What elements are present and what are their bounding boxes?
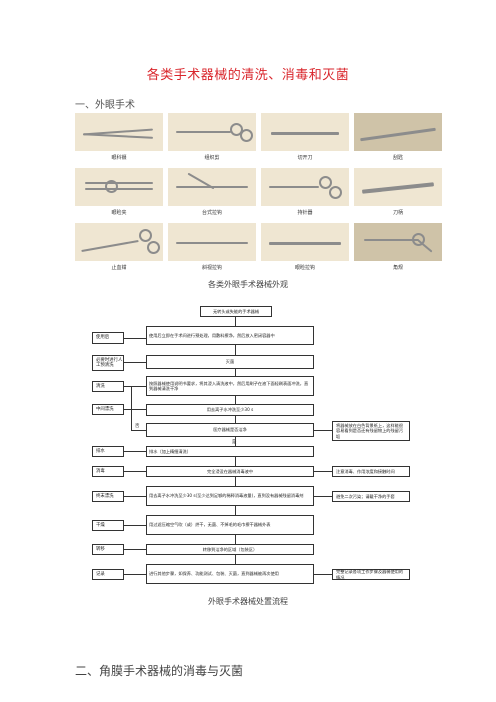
flow-note: 完整记录各项工作步骤及器械使用的情况 xyxy=(332,569,410,580)
instrument-cell: 斜视拉钩 xyxy=(168,223,256,272)
instrument-cell: 刮匙 xyxy=(354,113,442,162)
flow-step: 灭菌 xyxy=(146,355,314,369)
section-heading-external-eye: 一、外眼手术 xyxy=(75,100,135,111)
instrument-cell: 组织剪 xyxy=(168,113,256,162)
flow-step: 用去离子水冲洗至少30 s(至少达到足够的稀释消毒液量)，直到没有器械残留消毒剂 xyxy=(146,486,314,506)
instrument-photo xyxy=(168,168,256,206)
flow-step: 按照器械使用说明书要求，将其浸入清洗液中，然后用刷子在液下面轻刷表面冲洗，直到器… xyxy=(146,376,314,396)
instrument-cell: 切开刀 xyxy=(261,113,349,162)
document-title: 各类手术器械的清洗、消毒和灭菌 xyxy=(146,68,350,83)
instrument-label: 角规 xyxy=(392,265,403,271)
instrument-photo xyxy=(354,223,442,261)
flow-note: 将器械放在白色背景纸上，这样能很容易看到是否还有残留物上的残留污垢 xyxy=(332,421,410,441)
flow-start: 无转头或失能的手术器械 xyxy=(200,306,272,317)
instrument-photo xyxy=(75,168,163,206)
instrument-cell: 眼睑拉钩 xyxy=(261,223,349,272)
flow-label-prewash: 必要时进行人工预清洗 xyxy=(92,355,124,371)
instrument-label: 眼科镊 xyxy=(111,155,127,161)
figure2-caption: 外眼手术器械处置流程 xyxy=(208,597,288,606)
instrument-photo xyxy=(75,223,163,261)
flow-label-transfer: 转移 xyxy=(92,544,124,555)
instrument-label: 刀柄 xyxy=(392,210,403,216)
instrument-label: 斜视拉钩 xyxy=(201,265,222,271)
figure1-caption: 各类外眼手术器械外观 xyxy=(208,280,288,289)
instrument-label: 眼睑夹 xyxy=(111,210,127,216)
instrument-label: 切开刀 xyxy=(297,155,313,161)
flow-step: 用去离子水冲洗至少30 s xyxy=(146,404,314,416)
flow-label-record: 记录 xyxy=(92,569,124,580)
flow-note: 避免二次污染；请戴干净的手套 xyxy=(332,491,410,502)
instrument-photo xyxy=(168,223,256,261)
instrument-label: 持针器 xyxy=(297,210,313,216)
flow-label-final-rinse: 终末漂洗 xyxy=(92,491,124,502)
instrument-photo xyxy=(261,113,349,151)
flow-no-label: 否 xyxy=(135,424,140,429)
flow-step: 使用后立即在手术间进行预处理，用敷料擦净，然后放入密闭容器中 xyxy=(146,326,314,345)
instrument-label: 刮匙 xyxy=(392,155,403,161)
flow-note: 注意消毒、作用浓度和接触时间 xyxy=(332,466,410,477)
section-heading-cornea: 二、角膜手术器械的消毒与灭菌 xyxy=(75,664,244,678)
instrument-label: 止血钳 xyxy=(111,265,127,271)
instrument-cell: 持针器 xyxy=(261,168,349,217)
instrument-cell: 眼睑夹 xyxy=(75,168,163,217)
flow-label-disinfect: 消毒 xyxy=(92,466,124,477)
instrument-photo xyxy=(168,113,256,151)
instrument-photo xyxy=(261,168,349,206)
instrument-label: 台式拉钩 xyxy=(201,210,222,216)
flow-label-dry: 干燥 xyxy=(92,520,124,531)
instrument-cell: 台式拉钩 xyxy=(168,168,256,217)
flow-decision: 医疗器械是否洁净 xyxy=(146,423,314,437)
instrument-photo xyxy=(261,223,349,261)
instrument-photo xyxy=(354,113,442,151)
instrument-label: 眼睑拉钩 xyxy=(294,265,315,271)
flow-step: 转移到洁净的区域（包装区） xyxy=(146,544,314,555)
instrument-cell: 眼科镊 xyxy=(75,113,163,162)
instrument-photo xyxy=(354,168,442,206)
flow-step: 完全浸没在器械消毒液中 xyxy=(146,466,314,477)
flow-step: 排水（加上精细清洗） xyxy=(146,446,314,457)
flow-label-drain: 排水 xyxy=(92,446,124,457)
flow-step: 用过滤压缩空气吹（或）烘干，无菌、不掉毛的毛巾擦干器械外表 xyxy=(146,515,314,535)
instrument-label: 组织剪 xyxy=(204,155,220,161)
instrument-cell: 角规 xyxy=(354,223,442,272)
instrument-cell: 刀柄 xyxy=(354,168,442,217)
flow-label-clean: 清洗 xyxy=(92,381,124,392)
flow-label-use: 使用后 xyxy=(92,332,124,344)
flow-step: 进行其他步骤，如保养、功能测试、包装、灭菌，直到器械被再次使用 xyxy=(146,564,314,584)
flow-label-intermediate-rinse: 中间漂洗 xyxy=(92,404,124,415)
instrument-photo xyxy=(75,113,163,151)
flow-yes-label: 是 xyxy=(232,439,236,445)
instrument-cell: 止血钳 xyxy=(75,223,163,272)
